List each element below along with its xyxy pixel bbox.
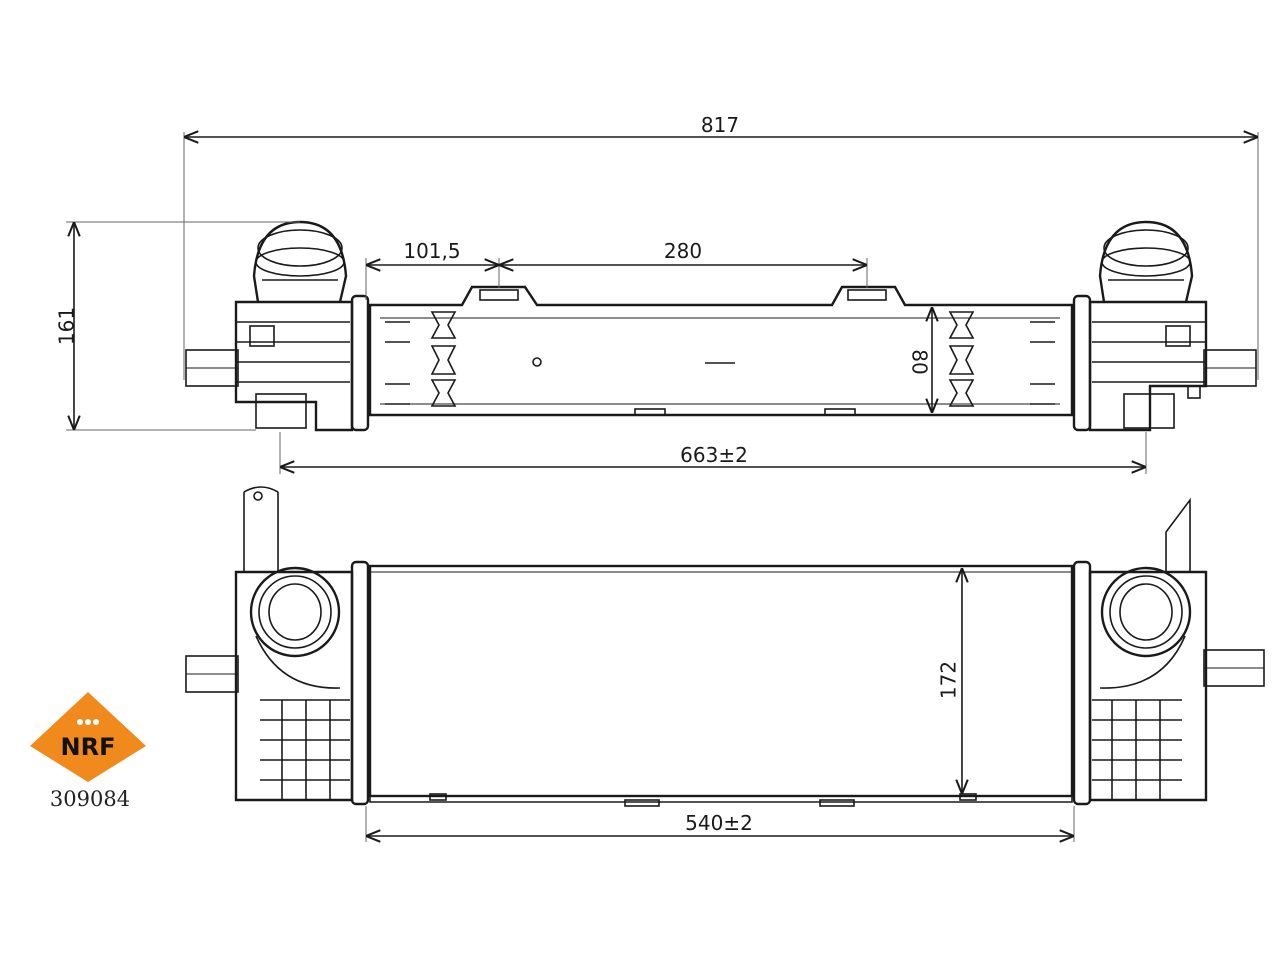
dim-overall-length: 817 bbox=[701, 113, 739, 137]
logo-diamond bbox=[30, 692, 146, 782]
right-end-tank-top bbox=[1072, 220, 1257, 432]
left-end-tank-front bbox=[185, 486, 370, 806]
dim-core-depth: 80 bbox=[908, 349, 932, 374]
dim-mount-spacing: 280 bbox=[664, 239, 702, 263]
mount-bracket-left bbox=[479, 289, 519, 301]
dim-core-width: 540±2 bbox=[685, 811, 753, 835]
dimension-lines bbox=[66, 132, 1259, 842]
logo-text: NRF bbox=[61, 733, 116, 761]
core-front bbox=[368, 564, 1074, 798]
part-number: 309084 bbox=[50, 787, 130, 811]
dim-mounting-length: 663±2 bbox=[680, 443, 748, 467]
mount-bracket-right bbox=[847, 289, 887, 301]
front-view bbox=[185, 486, 1265, 807]
brand-logo: NRF bbox=[30, 692, 146, 782]
left-end-tank-top bbox=[185, 220, 370, 432]
dim-first-mount-offset: 101,5 bbox=[403, 239, 460, 263]
right-end-tank-front bbox=[1072, 497, 1265, 806]
dim-core-height: 172 bbox=[937, 661, 961, 699]
top-view bbox=[185, 220, 1257, 432]
dim-height-top: 161 bbox=[55, 307, 79, 345]
